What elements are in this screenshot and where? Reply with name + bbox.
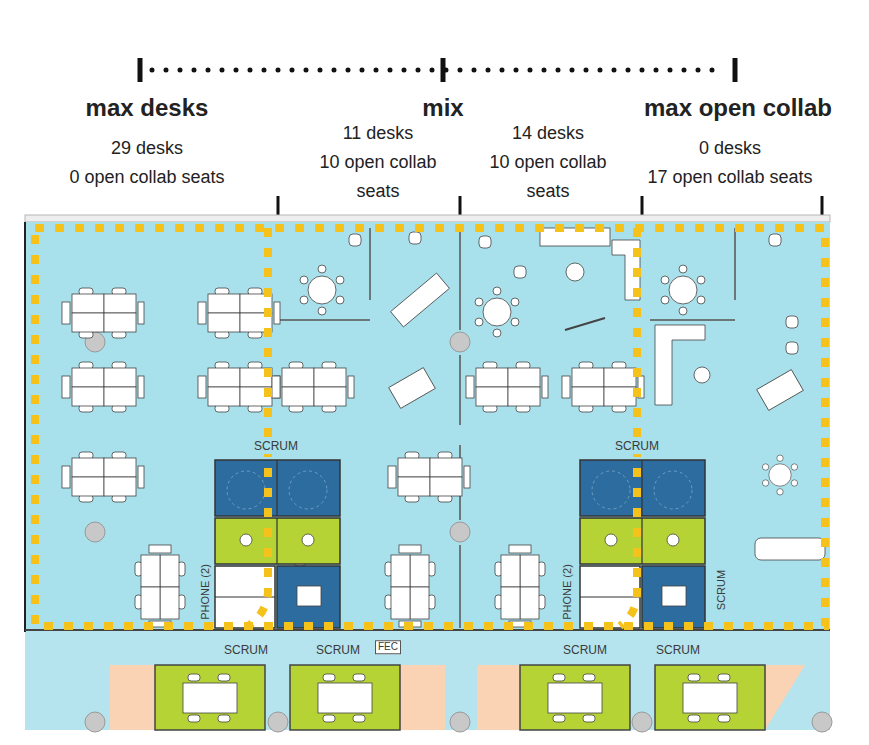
seat-count: 0 open collab seats (69, 167, 224, 188)
column (85, 712, 105, 732)
desk-cluster (562, 362, 644, 412)
scrum-room (290, 665, 400, 730)
floor-area (400, 665, 445, 730)
scrum-room (155, 460, 765, 730)
room-label: SCRUM (561, 644, 609, 658)
scrum-room (655, 665, 765, 730)
zone-tick (641, 196, 644, 215)
room-label: SCRUM (222, 644, 270, 658)
collab-furniture (300, 265, 344, 315)
scale-heading: max open collab (644, 94, 832, 122)
room-label: PHONE (2) (561, 562, 574, 622)
seat-count: 0 desks (699, 138, 761, 159)
floor-area (477, 665, 520, 730)
floor-area (25, 215, 830, 730)
wall (459, 228, 461, 628)
column (85, 522, 105, 542)
column (85, 332, 832, 732)
room-label: SCRUM (252, 440, 300, 454)
wall (280, 228, 735, 628)
desk-cluster (385, 545, 435, 627)
scale-heading: mix (422, 94, 463, 122)
scale-bar (152, 68, 724, 73)
room-label: FEC (375, 640, 401, 654)
zone-outline (248, 228, 268, 626)
collab-furniture (475, 287, 519, 337)
column (632, 712, 652, 732)
collab-furniture (294, 228, 825, 566)
collab-furniture (755, 538, 825, 560)
room-label: SCRUM (613, 440, 661, 454)
desk-cluster (62, 362, 144, 412)
floor-area (765, 665, 805, 730)
room-label: SCRUM (314, 644, 362, 658)
wall (280, 228, 370, 320)
zone-tick (459, 196, 462, 215)
wall (650, 228, 735, 320)
room-label: SCRUM (715, 568, 728, 612)
scale-heading: max desks (86, 94, 209, 122)
zone-outline (35, 228, 825, 626)
column (450, 332, 470, 352)
collab-furniture (762, 455, 797, 495)
column (450, 712, 470, 732)
scrum-room (580, 460, 705, 628)
zone-outline (620, 228, 637, 626)
floor-area (25, 215, 830, 222)
floor-area (24, 222, 26, 632)
collab-furniture (661, 265, 705, 315)
desk-cluster (62, 452, 144, 502)
scale-bar (140, 58, 735, 82)
collab-furniture (565, 318, 605, 330)
desk-cluster (272, 362, 354, 412)
collab-furniture (566, 263, 584, 281)
collab-furniture (786, 342, 798, 354)
collab-furniture (757, 370, 804, 411)
collab-furniture (409, 232, 421, 244)
collab-furniture (349, 234, 361, 246)
desk-cluster (466, 362, 548, 412)
zone-tick (821, 196, 824, 215)
seat-count: 10 open collab seats (319, 148, 437, 206)
floor-area (110, 665, 155, 730)
column (812, 712, 832, 732)
desk-cluster (62, 288, 644, 627)
seat-count: 17 open collab seats (647, 167, 812, 188)
scale-bar (733, 58, 738, 82)
floor-area (25, 630, 830, 730)
seat-count: 10 open collab seats (489, 148, 607, 206)
scrum-room (215, 460, 340, 628)
scrum-room (155, 665, 265, 730)
collab-furniture (694, 367, 710, 383)
seat-count: 11 desks (343, 123, 414, 144)
collab-furniture (769, 234, 781, 246)
floor-area (25, 222, 830, 630)
seat-count: 14 desks (512, 123, 584, 144)
collab-furniture (655, 325, 705, 405)
scrum-room (520, 665, 630, 730)
zone-tick (277, 196, 280, 215)
room-label: PHONE (2) (199, 562, 212, 622)
room-label: SCRUM (654, 644, 702, 658)
collab-furniture (786, 316, 798, 328)
scale-bar (441, 58, 446, 82)
collab-furniture (389, 368, 436, 409)
column (450, 522, 470, 542)
desk-cluster (62, 288, 144, 338)
scale-bar (138, 58, 143, 82)
collab-furniture (479, 236, 491, 248)
column (268, 712, 288, 732)
desk-cluster (495, 545, 545, 627)
seat-count: 29 desks (111, 138, 183, 159)
zone-outline (35, 228, 825, 626)
desk-cluster (135, 545, 185, 627)
desk-cluster (388, 452, 470, 502)
collab-furniture (514, 266, 526, 278)
collab-furniture (391, 273, 450, 327)
